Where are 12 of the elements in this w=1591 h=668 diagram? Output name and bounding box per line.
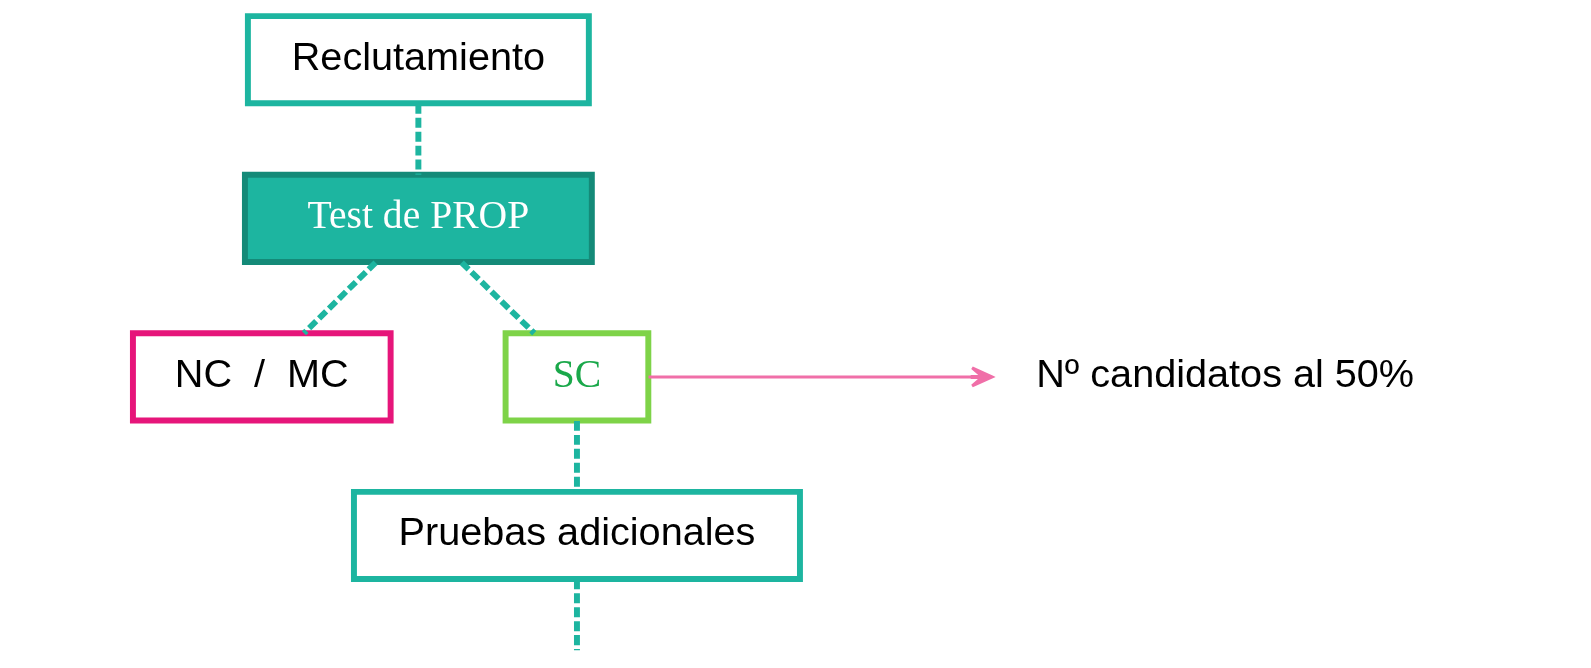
- connector: [415, 103, 422, 175]
- node-box: Test de PROP: [241, 171, 595, 265]
- connector: [574, 579, 580, 651]
- node-box: Reclutamiento: [244, 13, 592, 107]
- node-box: Pruebas adicionales: [350, 488, 803, 583]
- connector: [574, 421, 580, 492]
- node-box: NC / MC: [129, 330, 394, 424]
- node-box: SC: [502, 330, 652, 424]
- connector: [301, 260, 378, 336]
- connector: [459, 260, 537, 336]
- node-text: Nº candidatos al 50%: [1036, 350, 1415, 395]
- arrow: [648, 366, 994, 388]
